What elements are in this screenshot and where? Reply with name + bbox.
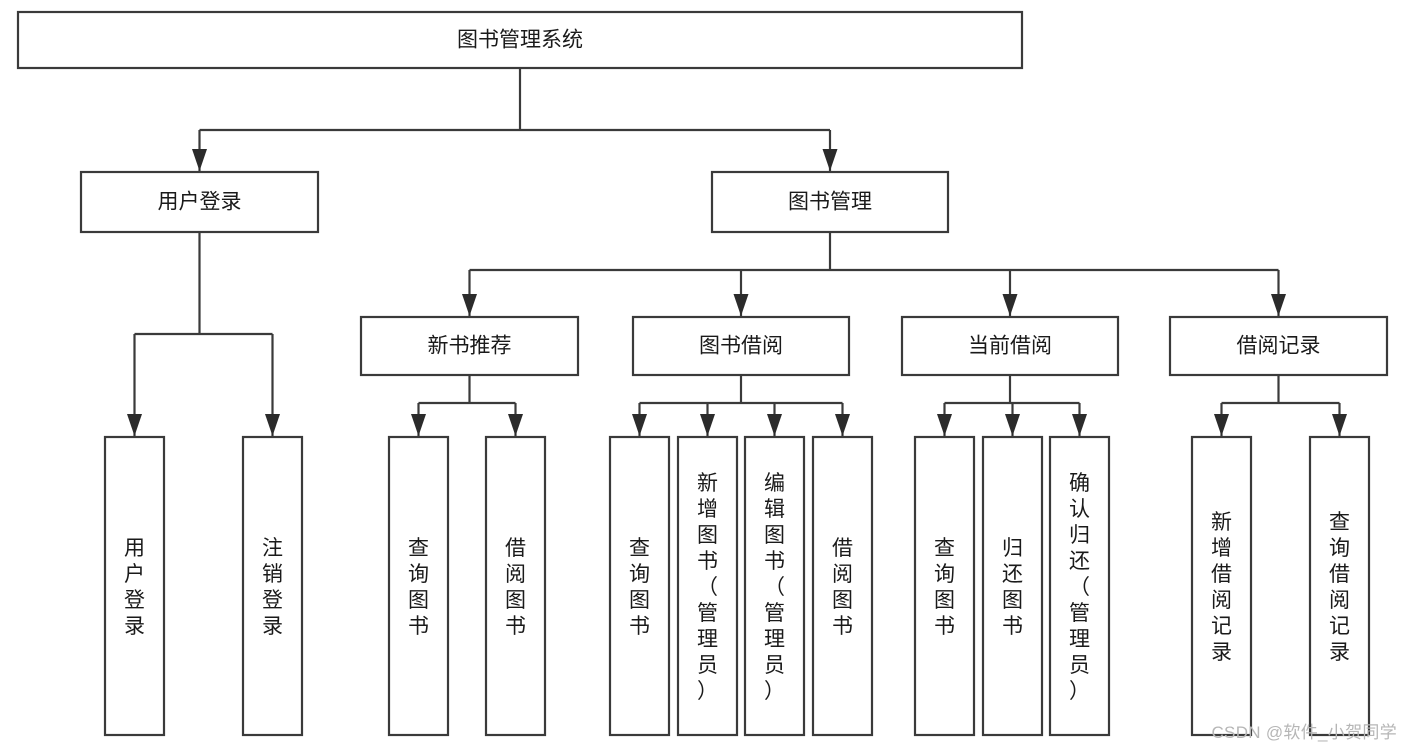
- node-查询图书-label: 查询图书: [408, 537, 429, 638]
- node-查询借阅记录-label: 查询借阅记录: [1329, 511, 1350, 664]
- node-注销登录-label: 注销登录: [262, 537, 283, 638]
- node-查询图书[interactable]: 查询图书: [913, 435, 976, 737]
- node-新增图书管理员[interactable]: 新增图书（管理员）: [676, 435, 739, 737]
- node-查询图书-label: 查询图书: [934, 537, 955, 638]
- node-查询图书-box[interactable]: [387, 435, 450, 737]
- node-图书管理系统-box[interactable]: [16, 10, 1024, 70]
- node-图书管理系统-label: 图书管理系统: [457, 29, 583, 52]
- node-确认归还管理员-box[interactable]: [1048, 435, 1111, 737]
- node-借阅图书[interactable]: 借阅图书: [811, 435, 874, 737]
- node-用户登录[interactable]: 用户登录: [103, 435, 166, 737]
- node-用户登录-label: 用户登录: [124, 537, 145, 638]
- node-layer: 图书管理系统用户登录图书管理新书推荐图书借阅当前借阅借阅记录用户登录注销登录查询…: [16, 10, 1389, 737]
- node-借阅图书-label: 借阅图书: [832, 537, 853, 638]
- node-新书推荐-box[interactable]: [359, 315, 580, 377]
- node-借阅图书[interactable]: 借阅图书: [484, 435, 547, 737]
- l3-0-arrow-1: [508, 414, 523, 436]
- node-归还图书-box[interactable]: [981, 435, 1044, 737]
- user-login-arrow-1: [265, 414, 280, 436]
- node-编辑图书管理员[interactable]: 编辑图书（管理员）: [743, 435, 806, 737]
- book-mgmt-arrow-1: [733, 294, 749, 316]
- l3-1-arrow-0: [632, 414, 647, 436]
- node-当前借阅-label: 当前借阅: [968, 335, 1052, 358]
- l3-1-arrow-1: [700, 414, 715, 436]
- l3-1-arrow-3: [835, 414, 850, 436]
- l3-3-arrow-0: [1214, 414, 1229, 436]
- root-arrow-1: [822, 149, 838, 171]
- node-新增图书管理员-box[interactable]: [676, 435, 739, 737]
- node-用户登录-box[interactable]: [103, 435, 166, 737]
- node-借阅记录-box[interactable]: [1168, 315, 1389, 377]
- node-借阅记录-label: 借阅记录: [1237, 335, 1321, 358]
- node-编辑图书管理员-box[interactable]: [743, 435, 806, 737]
- csdn-watermark: CSDN @软件_小贺同学: [1211, 723, 1397, 742]
- node-图书管理-box[interactable]: [710, 170, 950, 234]
- l3-1-arrow-2: [767, 414, 782, 436]
- l3-2-arrow-2: [1072, 414, 1087, 436]
- node-新增借阅记录-box[interactable]: [1190, 435, 1253, 737]
- node-归还图书[interactable]: 归还图书: [981, 435, 1044, 737]
- connector-layer: [127, 68, 1347, 436]
- node-确认归还管理员[interactable]: 确认归还（管理员）: [1048, 435, 1111, 737]
- l3-2-arrow-1: [1005, 414, 1020, 436]
- node-查询借阅记录[interactable]: 查询借阅记录: [1308, 435, 1371, 737]
- node-查询借阅记录-box[interactable]: [1308, 435, 1371, 737]
- node-图书借阅-box[interactable]: [631, 315, 851, 377]
- node-查询图书-label: 查询图书: [629, 537, 650, 638]
- l3-3-arrow-1: [1332, 414, 1347, 436]
- book-mgmt-arrow-2: [1002, 294, 1018, 316]
- node-当前借阅[interactable]: 当前借阅: [900, 315, 1120, 377]
- user-login-arrow-0: [127, 414, 142, 436]
- node-借阅记录[interactable]: 借阅记录: [1168, 315, 1389, 377]
- node-图书借阅[interactable]: 图书借阅: [631, 315, 851, 377]
- node-图书管理[interactable]: 图书管理: [710, 170, 950, 234]
- node-归还图书-label: 归还图书: [1002, 537, 1023, 638]
- node-查询图书-box[interactable]: [913, 435, 976, 737]
- node-新增借阅记录[interactable]: 新增借阅记录: [1190, 435, 1253, 737]
- root-arrow-0: [192, 149, 207, 171]
- node-新书推荐-label: 新书推荐: [428, 335, 512, 358]
- node-用户登录[interactable]: 用户登录: [79, 170, 320, 234]
- node-用户登录-box[interactable]: [79, 170, 320, 234]
- l3-2-arrow-0: [937, 414, 952, 436]
- node-图书借阅-label: 图书借阅: [699, 335, 783, 358]
- node-新书推荐[interactable]: 新书推荐: [359, 315, 580, 377]
- book-mgmt-arrow-3: [1271, 294, 1286, 316]
- node-借阅图书-box[interactable]: [484, 435, 547, 737]
- node-用户登录-label: 用户登录: [158, 191, 242, 214]
- node-图书管理系统[interactable]: 图书管理系统: [16, 10, 1024, 70]
- node-注销登录[interactable]: 注销登录: [241, 435, 304, 737]
- node-查询图书[interactable]: 查询图书: [608, 435, 671, 737]
- node-图书管理-label: 图书管理: [788, 191, 872, 214]
- node-借阅图书-box[interactable]: [811, 435, 874, 737]
- node-当前借阅-box[interactable]: [900, 315, 1120, 377]
- book-mgmt-arrow-0: [462, 294, 477, 316]
- node-查询图书-box[interactable]: [608, 435, 671, 737]
- node-新增借阅记录-label: 新增借阅记录: [1211, 511, 1232, 664]
- node-新增图书管理员-label: 新增图书（管理员）: [697, 472, 718, 703]
- node-确认归还管理员-label: 确认归还（管理员）: [1069, 472, 1090, 703]
- node-借阅图书-label: 借阅图书: [505, 537, 526, 638]
- node-查询图书[interactable]: 查询图书: [387, 435, 450, 737]
- node-注销登录-box[interactable]: [241, 435, 304, 737]
- node-编辑图书管理员-label: 编辑图书（管理员）: [764, 472, 785, 703]
- l3-0-arrow-0: [411, 414, 426, 436]
